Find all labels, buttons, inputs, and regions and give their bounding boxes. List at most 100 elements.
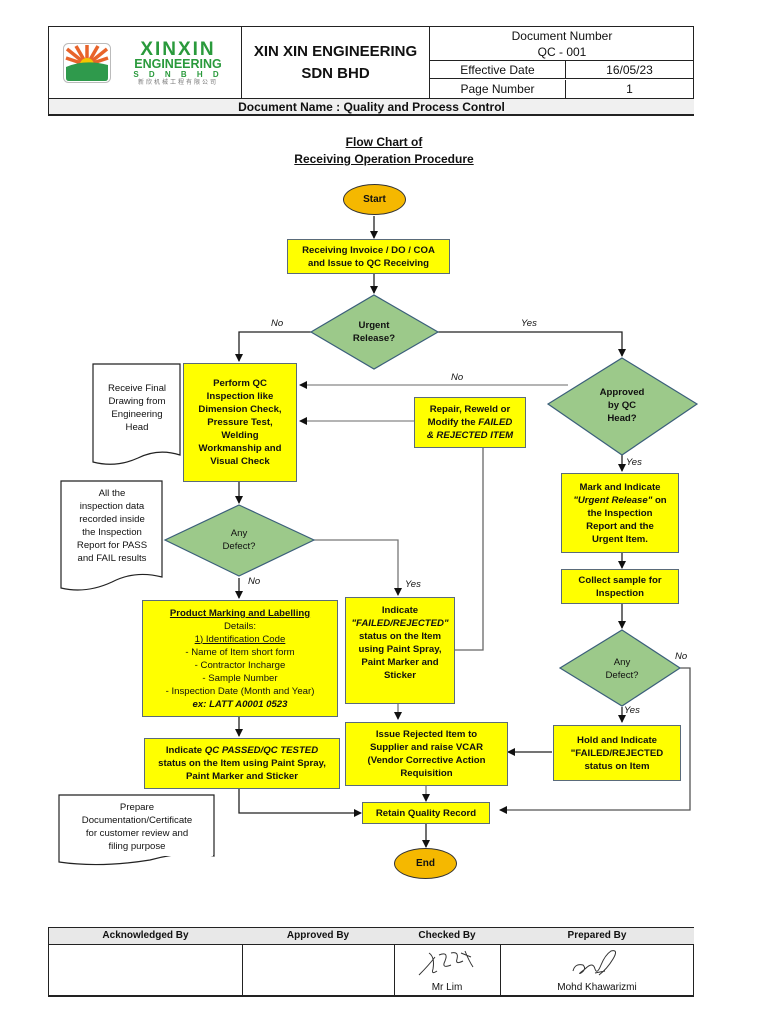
flowchart-title-line1: Flow Chart of: [345, 135, 423, 149]
edge-label-urgent-no: No: [271, 318, 284, 329]
process-text: on: [652, 494, 667, 506]
note-text: filing purpose: [108, 841, 166, 852]
process-text: Collect sample for: [578, 574, 662, 586]
note-text: Prepare: [119, 802, 155, 813]
edge-label-urgent-yes: Yes: [521, 318, 537, 329]
note-text: the Inspection: [82, 527, 142, 538]
process-text: Hold and Indicate: [577, 734, 657, 746]
signature-mohd-khawarizmi-icon: [572, 950, 617, 976]
edge-defect-left-yes: [314, 539, 402, 596]
process-text: status on Item: [584, 760, 650, 772]
decision-approved-label: Approved by QC Head?: [582, 384, 662, 426]
document-header: XINXIN ENGINEERING S D N B H D 新欣机械工程有限公…: [48, 26, 694, 116]
process-text: Welding: [221, 430, 259, 441]
process-text: Workmanship and: [198, 443, 282, 454]
terminal-end: End: [394, 848, 457, 879]
signature-header: Prepared By: [500, 928, 694, 945]
process-text: status on the Item using Paint Spray,: [158, 758, 326, 769]
edge-label-approved-no: No: [451, 372, 464, 383]
note-text: inspection data: [79, 501, 145, 512]
logo-brand-sdnbhd: S D N B H D: [133, 70, 223, 79]
company-logo: XINXIN ENGINEERING S D N B H D 新欣机械工程有限公…: [49, 27, 242, 98]
edge-label-defect-right-no: No: [675, 651, 688, 662]
signature-cell-checked: Checked By Mr Lim: [394, 928, 501, 996]
process-indicate-failed-rejected: Indicate "FAILED/REJECTED" status on the…: [345, 597, 455, 704]
process-text: Visual Check: [210, 456, 270, 467]
process-text: Sticker: [384, 670, 416, 681]
note-text: Drawing from: [108, 396, 166, 407]
note-text: for customer review and: [85, 828, 189, 839]
process-text: Mark and Indicate: [579, 481, 661, 493]
process-text: Report and the: [586, 520, 654, 532]
process-text: Issue Rejected Item to: [375, 729, 478, 740]
signature-cell-approved: Approved By: [242, 928, 395, 996]
logo-brand-chinese: 新欣机械工程有限公司: [137, 80, 218, 86]
process-text: and Issue to QC Receiving: [307, 257, 430, 269]
note-inspection-data: All the inspection data recorded inside …: [63, 484, 161, 568]
process-text: Urgent Item.: [592, 533, 648, 545]
process-list-item: - Sample Number: [202, 672, 278, 684]
company-name: XIN XIN ENGINEERING SDN BHD: [242, 27, 430, 98]
process-list-item: - Name of Item short form: [185, 646, 295, 658]
company-name-line1: XIN XIN ENGINEERING: [253, 42, 418, 60]
edge-label-defect-left-yes: Yes: [405, 579, 421, 590]
process-text: using Paint Spray,: [358, 644, 442, 655]
edge-failed-to-repair: [455, 448, 484, 651]
terminal-start-label: Start: [363, 194, 386, 205]
document-number-value: QC - 001: [537, 45, 587, 59]
edge-passed-to-retain: [238, 789, 362, 817]
edge-label-defect-right-yes: Yes: [624, 705, 640, 716]
edge-label-defect-left-no: No: [248, 576, 261, 587]
decision-text: Any: [230, 528, 248, 539]
note-text: Report for PASS: [76, 540, 148, 551]
process-text: Indicate: [165, 745, 205, 756]
process-mark-urgent-release: Mark and Indicate "Urgent Release" on th…: [561, 473, 679, 553]
process-text-emphasis: "FAILED/REJECTED": [351, 618, 449, 629]
process-subheading: 1) Identification Code: [194, 633, 286, 645]
page-number-row: Page Number 1: [430, 80, 694, 98]
terminal-end-label: End: [416, 858, 435, 869]
decision-any-defect-right-label: Any Defect?: [582, 655, 662, 683]
process-text: Repair, Reweld or: [429, 404, 511, 415]
effective-date-row: Effective Date 16/05/23: [430, 61, 694, 79]
process-receiving-invoice: Receiving Invoice / DO / COA and Issue t…: [287, 239, 450, 274]
edge-urgent-no: [235, 331, 311, 362]
process-text: Paint Marker and Sticker: [186, 771, 298, 782]
note-text: and FAIL results: [77, 553, 147, 564]
process-text: Paint Marker and: [361, 657, 439, 668]
page-number-label: Page Number: [430, 80, 566, 98]
process-retain-quality-record: Retain Quality Record: [362, 802, 490, 824]
process-text-emphasis: "Urgent Release": [573, 494, 653, 506]
note-prepare-documentation: Prepare Documentation/Certificate for cu…: [61, 798, 213, 856]
process-issue-rejected-item: Issue Rejected Item to Supplier and rais…: [345, 722, 508, 786]
process-list-item: - Inspection Date (Month and Year): [165, 685, 315, 697]
process-list-item: - Contractor Incharge: [194, 659, 286, 671]
process-text: Pressure Test,: [207, 417, 273, 428]
note-text: All the: [98, 488, 126, 499]
edge-urgent-yes: [438, 331, 626, 357]
decision-text: Release?: [352, 333, 396, 344]
signature-header: Acknowledged By: [49, 928, 242, 945]
logo-brand-xinxin: XINXIN: [140, 39, 216, 60]
signature-cell-prepared: Prepared By Mohd Khawarizmi: [500, 928, 694, 996]
decision-text: Defect?: [605, 670, 639, 681]
process-text-emphasis: QC PASSED/QC TESTED: [204, 745, 319, 756]
process-text: Perform QC: [213, 378, 267, 389]
decision-text: Urgent: [358, 320, 390, 331]
process-text: Retain Quality Record: [375, 807, 477, 819]
process-collect-sample: Collect sample for Inspection: [561, 569, 679, 604]
note-text: Engineering: [111, 409, 163, 420]
document-number-cell: Document Number QC - 001: [430, 27, 694, 61]
note-receive-final-drawing: Receive Final Drawing from Engineering H…: [95, 376, 179, 440]
process-text-emphasis: & REJECTED ITEM: [426, 430, 514, 441]
process-text: Inspection like: [206, 391, 274, 402]
note-text: recorded inside: [79, 514, 145, 525]
process-text: Dimension Check,: [198, 404, 282, 415]
company-name-line2: SDN BHD: [301, 64, 370, 82]
process-text: "FAILED/REJECTED: [570, 747, 664, 759]
process-text: Details:: [224, 620, 256, 632]
note-text: Documentation/Certificate: [81, 815, 193, 826]
edge-defect-right-no: [499, 667, 691, 814]
process-indicate-qc-passed: Indicate QC PASSED/QC TESTED status on t…: [144, 738, 340, 789]
process-text: status on the Item: [358, 631, 442, 642]
